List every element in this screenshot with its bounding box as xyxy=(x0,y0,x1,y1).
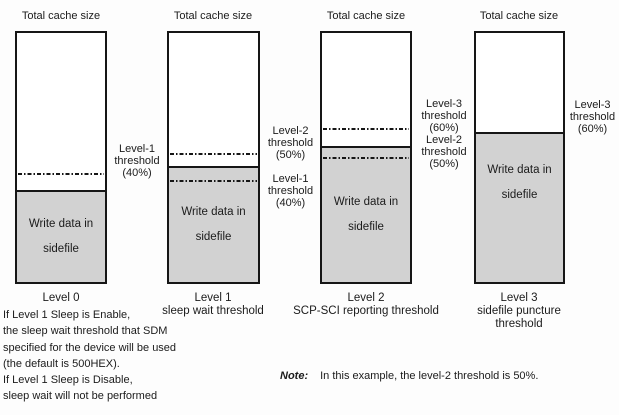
level1-threshold-line xyxy=(170,180,257,182)
level3-threshold-line xyxy=(323,128,409,130)
threshold-label-level2-50: Level-2 threshold (50%) xyxy=(267,125,314,161)
bar-caption-level2: Level 2 SCP-SCI reporting threshold xyxy=(293,292,439,317)
sidefile-region: Write data in sidefile xyxy=(322,146,410,282)
note-label: Note: xyxy=(280,370,309,382)
cache-bar-level0: Write data in sidefile xyxy=(15,31,107,284)
sidefile-label: Write data in sidefile xyxy=(333,196,399,233)
bar-title: Total cache size xyxy=(326,10,406,22)
threshold-label-level3-60: Level-3 threshold (60%) xyxy=(421,98,467,134)
level2-threshold-line xyxy=(170,153,257,155)
bar-caption-level0: Level 0 xyxy=(42,292,80,304)
bar-title: Total cache size xyxy=(21,10,101,22)
note-text: In this example, the level-2 threshold i… xyxy=(320,370,539,382)
note: Note: In this example, the level-2 thresh… xyxy=(280,370,538,382)
bar-title: Total cache size xyxy=(173,10,253,22)
sidefile-region: Write data in sidefile xyxy=(17,190,105,282)
threshold-label-level1-40: Level-1 threshold (40%) xyxy=(114,143,160,179)
threshold-label-level1-40: Level-1 threshold (40%) xyxy=(267,173,314,209)
threshold-label-level2-50: Level-2 threshold (50%) xyxy=(421,134,467,170)
cache-bar-level3: Write data in sidefile xyxy=(474,31,565,284)
bar-title: Total cache size xyxy=(479,10,559,22)
footnote-text: If Level 1 Sleep is Enable, the sleep wa… xyxy=(3,309,177,403)
level2-threshold-line xyxy=(323,157,409,159)
level1-threshold-line xyxy=(18,173,104,175)
sidefile-region: Write data in sidefile xyxy=(169,166,258,282)
sidefile-label: Write data in sidefile xyxy=(28,218,94,255)
bar-caption-level3: Level 3 sidefile puncture threshold xyxy=(477,292,561,330)
sidefile-label: Write data in sidefile xyxy=(181,206,246,243)
threshold-label-level3-60: Level-3 threshold (60%) xyxy=(569,99,616,135)
cache-bar-level2: Write data in sidefile xyxy=(320,31,412,284)
sidefile-region: Write data in sidefile xyxy=(476,132,563,282)
bar-caption-level1: Level 1 sleep wait threshold xyxy=(162,292,264,317)
sidefile-label: Write data in sidefile xyxy=(487,163,552,201)
cache-bar-level1: Write data in sidefile xyxy=(167,31,260,284)
